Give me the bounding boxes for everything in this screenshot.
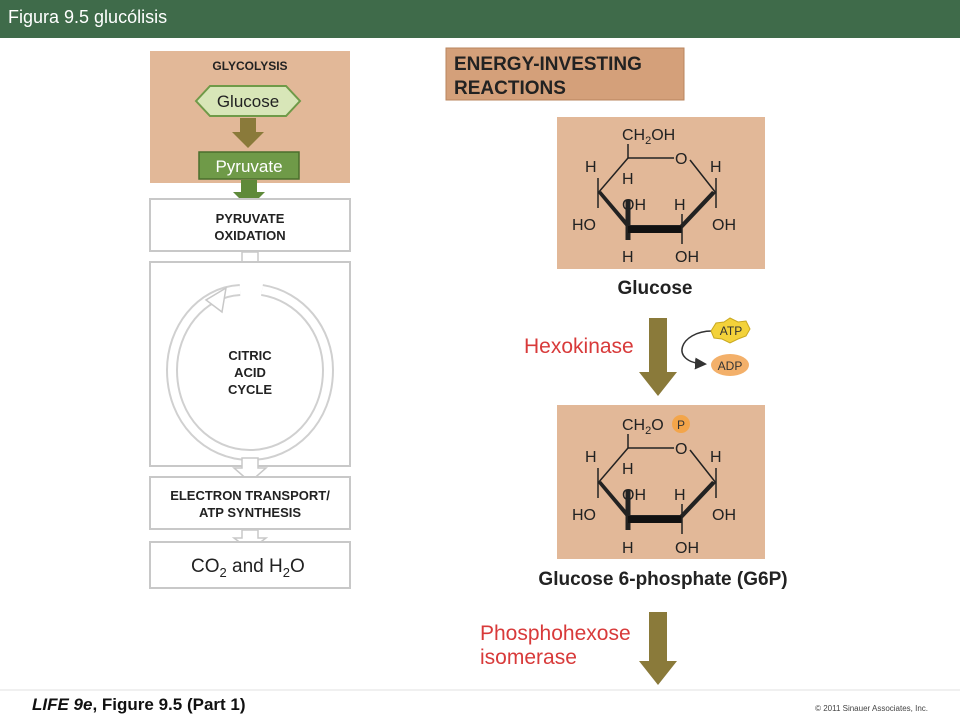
svg-text:O: O [675,441,687,458]
svg-text:OH: OH [712,507,736,524]
svg-text:H: H [674,487,686,504]
svg-text:OH: OH [622,197,646,214]
svg-text:OH: OH [675,540,699,557]
glucose-structure: CH2OH O H HO H OH H H OH H OH [557,117,765,269]
enzyme2-line1: Phosphohexose [480,622,631,645]
citric-arrow [232,457,268,483]
svg-text:ADP: ADP [718,359,743,373]
svg-text:HO: HO [572,507,596,524]
book-title: LIFE 9e [32,695,93,714]
enzyme2-line2: isomerase [480,646,577,669]
pyruvate-box [198,151,300,180]
header-line2: REACTIONS [454,78,566,99]
electron-transport-box: ELECTRON TRANSPORT/ ATP SYNTHESIS [149,476,351,530]
pyruvate-label: Pyruvate [215,157,282,176]
citric-line2: ACID [234,365,266,380]
pyruvate-oxidation-box: PYRUVATE OXIDATION [149,198,351,252]
svg-text:OH: OH [712,217,736,234]
citric-line3: CYCLE [228,382,272,397]
pyruvate-oxidation-line2: OXIDATION [214,228,285,243]
atp-badge: ATP [710,317,751,344]
figure-number: , Figure 9.5 (Part 1) [92,695,246,714]
pyruvate-arrow [233,180,265,208]
glycolysis-panel: GLYCOLYSIS Glucose Pyruvate [150,51,350,183]
molecule2-name: Glucose 6-phosphate (G6P) [538,569,787,590]
svg-text:H: H [622,540,634,557]
slide-title: Figura 9.5 glucólisis [8,7,168,27]
ch2o-label: CH2O [622,417,664,437]
etc-line2: ATP SYNTHESIS [199,505,301,520]
svg-text:OH: OH [622,487,646,504]
svg-text:H: H [710,449,722,466]
ch2oh-label: CH2OH [622,127,675,147]
pyruvate-oxidation-line1: PYRUVATE [216,211,285,226]
glycolysis-arrow [232,118,264,148]
svg-text:ATP: ATP [720,324,742,338]
figure-caption: LIFE 9e, Figure 9.5 (Part 1) [32,695,246,715]
hexokinase-arrow [639,318,677,396]
copyright: © 2011 Sinauer Associates, Inc. [815,704,928,713]
citric-acid-cycle-box: CITRIC ACID CYCLE [149,261,351,467]
cycle-arrowhead [204,286,228,314]
products-box: CO2 and H2O [149,541,351,589]
citric-line1: CITRIC [228,348,272,363]
enzyme1-label: Hexokinase [524,335,634,358]
slide-title-bar: Figura 9.5 glucólisis [0,0,960,38]
molecule1-name: Glucose [618,278,693,299]
svg-text:H: H [710,159,722,176]
phosphate-label: P [677,418,685,432]
etc-line1: ELECTRON TRANSPORT/ [170,488,330,503]
adp-badge: ADP [711,354,749,376]
svg-text:H: H [622,249,634,266]
svg-text:H: H [674,197,686,214]
products-text: CO2 and H2O [191,556,305,580]
svg-text:O: O [675,151,687,168]
glycolysis-header: GLYCOLYSIS [212,59,287,73]
energy-investing-header: ENERGY-INVESTING REACTIONS [445,47,685,101]
svg-text:H: H [585,159,597,176]
phosphate-circle [672,415,690,433]
glucose-hexagon [194,85,302,117]
glucose-label: Glucose [217,92,279,111]
isomerase-arrow [639,612,677,685]
svg-text:OH: OH [675,249,699,266]
svg-text:H: H [585,449,597,466]
g6p-structure: CH2O P O H HO H OH H H OH H OH [557,405,765,559]
svg-text:H: H [622,171,634,188]
svg-text:HO: HO [572,217,596,234]
header-line1: ENERGY-INVESTING [454,54,642,75]
atp-adp-arrow [681,330,713,370]
svg-text:H: H [622,461,634,478]
